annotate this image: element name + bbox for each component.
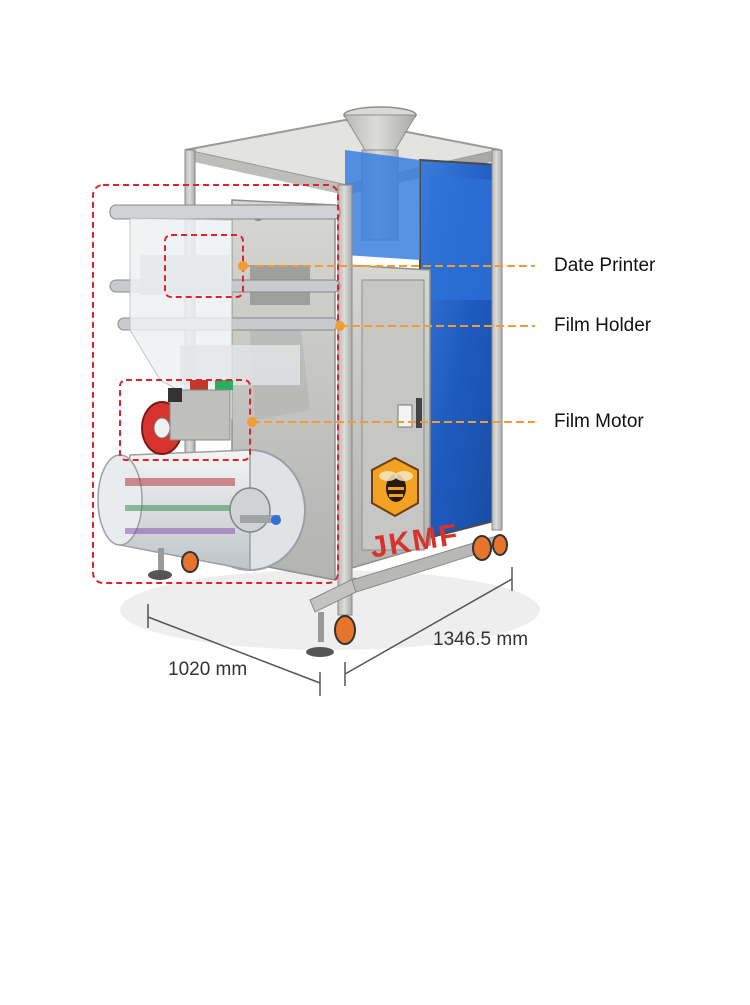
dimension-lines [147, 567, 513, 696]
film-motor-dot [247, 417, 257, 427]
bee-icon [371, 456, 419, 518]
film-holder-label: Film Holder [554, 315, 652, 336]
width-dimension-label: 1020 mm [168, 659, 248, 680]
width-dimension-line [147, 616, 321, 684]
date-printer-dot [238, 261, 248, 271]
depth-dimension-line [344, 578, 513, 675]
floor-shadow [120, 570, 540, 650]
film-holder-dot [335, 321, 345, 331]
film-motor-label: Film Motor [554, 411, 644, 432]
depth-dimension-label: 1346.5 mm [433, 629, 529, 650]
callout-lines [243, 265, 535, 423]
date-printer-label: Date Printer [554, 255, 656, 276]
film-motor-wheel [141, 388, 231, 455]
callout-dots [238, 261, 345, 427]
caster-wheels [181, 534, 508, 645]
blue-side-panel [345, 150, 502, 542]
film-roll [97, 449, 306, 571]
film-area-highlight [92, 184, 339, 584]
